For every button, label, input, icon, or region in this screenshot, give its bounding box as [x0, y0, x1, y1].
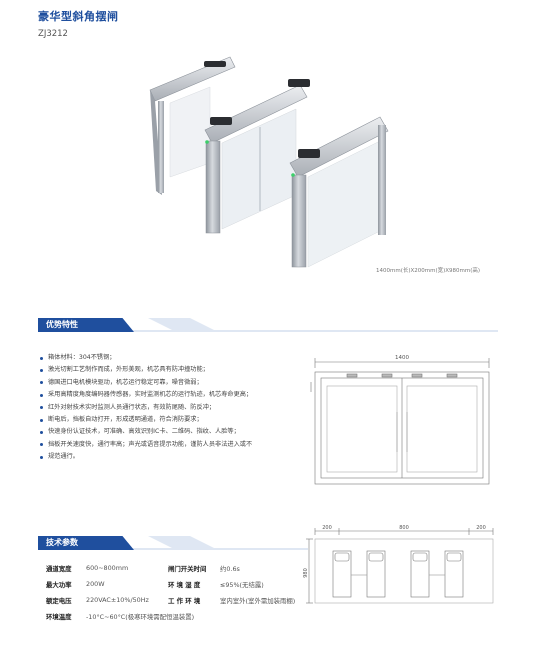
- specs-section-title: 技术参数: [38, 536, 134, 550]
- spec-row: 环境温度 -10°C~60°C(极寒环境需配恒温装置): [46, 613, 195, 621]
- list-item: 规范通行。: [38, 451, 308, 463]
- specs-table: 通道宽度 600~800mm 闸门开关时间 约0.6s 最大功率 200W 环 …: [46, 561, 316, 625]
- list-item: 挡板开关速度快，通行率高；声光或语音提示功能，谨防人员非法进入或不: [38, 439, 308, 451]
- card-reader-icon: [298, 149, 320, 158]
- middle-cabinet: [204, 79, 310, 234]
- list-item: 激光切割工艺制作而成，外形美观，机芯具有防冲撞功能；: [38, 364, 308, 376]
- page-title: 豪华型斜角摆闸: [38, 10, 119, 23]
- top-height-label: 980: [303, 568, 309, 578]
- features-section-title: 优势特性: [38, 318, 134, 332]
- model-number: ZJ3212: [38, 29, 68, 39]
- list-item: 快速身份认证技术，可准确、高效识别IC卡、二维码、指纹、人脸等；: [38, 426, 308, 438]
- features-section-header: 优势特性: [38, 318, 498, 332]
- card-reader-icon: [210, 117, 232, 125]
- list-item: 采用高精度角度编码器传感器，实时监测机芯的运行轨迹，机芯寿命更高；: [38, 389, 308, 401]
- list-item: 断电后，挡板自动打开，形成透明通道，符合消防要求；: [38, 414, 308, 426]
- card-reader-icon: [288, 79, 310, 87]
- turnstile-product-image: [149, 56, 389, 268]
- front-width-label: 1400: [395, 355, 409, 361]
- specs-section-header: 技术参数: [38, 536, 308, 550]
- spec-row: 额定电压 220VAC±10%/50Hz 工 作 环 境 室内室外(室外需加装雨…: [46, 596, 296, 605]
- spec-row: 通道宽度 600~800mm 闸门开关时间 约0.6s: [46, 564, 240, 573]
- front-elevation-drawing: 1400: [310, 355, 490, 485]
- back-cabinet: [149, 56, 236, 195]
- top-label-middle: 800: [399, 525, 409, 531]
- list-item: 德国进口电机模块驱动，机芯运行稳定可靠，噪音微弱；: [38, 377, 308, 389]
- front-cabinet: [289, 116, 389, 268]
- top-label-right: 200: [476, 525, 486, 531]
- list-item: 箱体材料：304不锈钢；: [38, 352, 308, 364]
- top-label-left: 200: [322, 525, 332, 531]
- card-reader-icon: [204, 61, 226, 67]
- spec-row: 最大功率 200W 环 境 湿 度 ≤95%(无结露): [46, 580, 264, 589]
- list-item: 红外对射技术实时监测人员通行状态，有效防尾随、防反冲；: [38, 402, 308, 414]
- features-list: 箱体材料：304不锈钢； 激光切割工艺制作而成，外形美观，机芯具有防冲撞功能； …: [38, 352, 308, 464]
- top-view-drawing: 200 800 200 980: [303, 525, 494, 604]
- dimensions-caption: 1400mm(长)X200mm(宽)X980mm(高): [376, 268, 481, 274]
